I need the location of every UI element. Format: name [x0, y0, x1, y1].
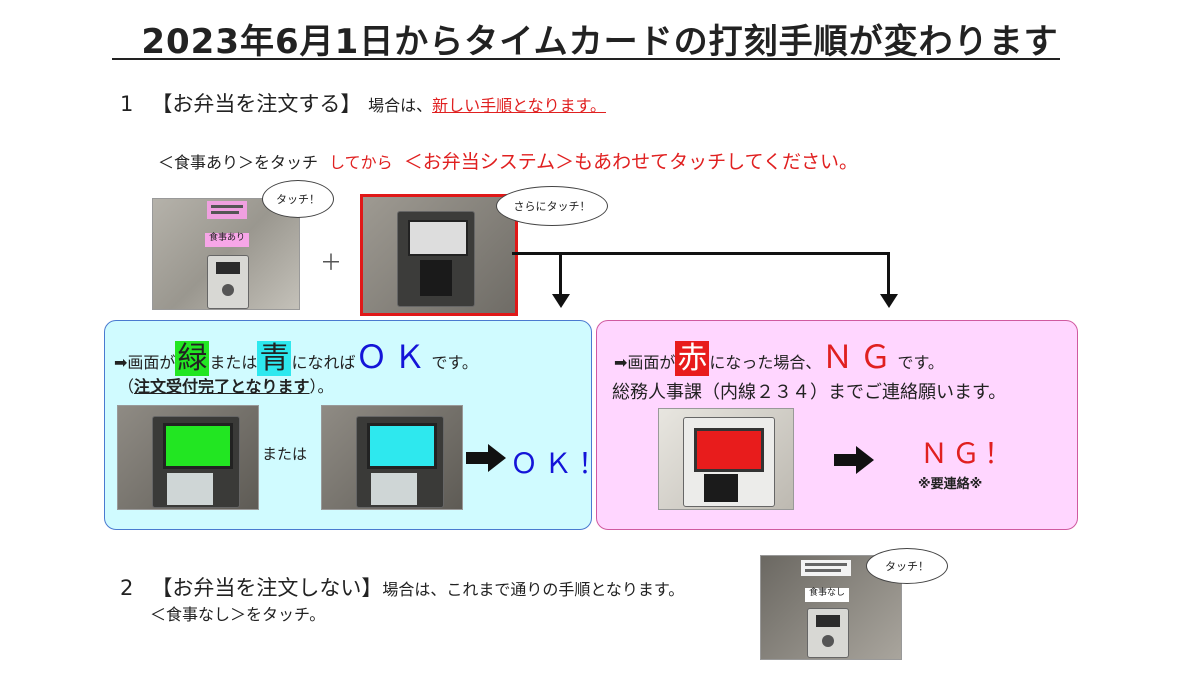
- ok-result: ＯＫ！: [510, 447, 613, 480]
- ok-line2: （注文受付完了となります）。: [118, 373, 334, 397]
- ng-text-desu: です。: [897, 353, 944, 372]
- section1-new-steps: 新しい手順となります。: [432, 96, 606, 115]
- notice-sign: [801, 560, 851, 576]
- ok-paren-close: ）。: [309, 377, 334, 396]
- ng-result: ＮＧ！: [920, 437, 1017, 470]
- section1-instruction: ＜食事あり＞をタッチ してから ＜お弁当システム＞もあわせてタッチしてください。: [158, 147, 858, 174]
- section1-number: 1: [120, 92, 134, 116]
- photo-bento-system: [360, 194, 518, 316]
- instruction-bento-system: ＜お弁当システム＞もあわせてタッチしてください。: [403, 151, 859, 173]
- contact-required-note: ※要連絡※: [918, 477, 983, 492]
- arrow-right-icon: [466, 444, 506, 472]
- ok-text-desu: です。: [431, 353, 478, 372]
- or-text: または: [262, 445, 308, 463]
- arrow-to-ok-line: [559, 252, 562, 298]
- ok-big: ＯＫ: [355, 338, 432, 376]
- red-char: 赤: [675, 341, 710, 376]
- bubble-touch-1: タッチ！: [262, 180, 334, 218]
- section2-suffix: 場合は、これまで通りの手順となります。: [382, 580, 685, 599]
- meal-nashi-label: 食事なし: [805, 588, 849, 602]
- arrow-right-icon: ➡: [614, 353, 628, 372]
- ok-text-or: または: [209, 353, 258, 372]
- bubble-touch-2: タッチ！: [866, 548, 948, 584]
- section1-heading: 【お弁当を注文する】: [151, 92, 362, 116]
- section2-instruction: ＜食事なし＞をタッチ。: [150, 605, 326, 624]
- ng-line1: ➡画面が赤になった場合、ＮＧです。: [614, 332, 944, 378]
- arrow-right-icon: [834, 446, 874, 474]
- bubble-touch-again: さらにタッチ！: [496, 186, 608, 226]
- bento-terminal: [397, 211, 475, 307]
- ng-big: ＮＧ: [821, 338, 898, 376]
- ok-paren-open: （: [118, 377, 135, 396]
- terminal-cyan: [356, 416, 444, 508]
- order-accepted-text: 注文受付完了となります: [134, 377, 310, 396]
- section2-heading: 【お弁当を注文しない】: [151, 576, 383, 600]
- timecard-device: [207, 255, 249, 309]
- photo-green-screen: [117, 405, 259, 510]
- ng-text-case: になった場合、: [709, 353, 822, 372]
- title-underline: [112, 58, 1060, 60]
- photo-cyan-screen: [321, 405, 463, 510]
- timecard-device: [807, 608, 849, 658]
- section1-heading-line: 1 【お弁当を注文する】 場合は、新しい手順となります。: [120, 88, 606, 118]
- meal-ari-label: 食事あり: [205, 233, 249, 247]
- section2-heading-line: 2 【お弁当を注文しない】場合は、これまで通りの手順となります。: [120, 572, 684, 602]
- instruction-touch-meal: ＜食事あり＞をタッチ: [158, 153, 319, 172]
- section2-number: 2: [120, 576, 134, 600]
- photo-meal-ari-device: 食事あり: [152, 198, 300, 310]
- arrow-connector-horizontal: [512, 252, 890, 255]
- arrow-down-icon: [880, 294, 898, 308]
- plus-sign: ＋: [320, 251, 343, 276]
- green-char: 緑: [175, 341, 210, 376]
- ng-text-screen: 画面が: [627, 353, 676, 372]
- instruction-then: してから: [329, 153, 393, 172]
- bento-sign-label: [207, 201, 247, 219]
- section1-suffix: 場合は、: [368, 96, 433, 115]
- arrow-to-ng-line: [887, 252, 890, 298]
- ok-text-screen: 画面が: [127, 353, 176, 372]
- terminal-green: [152, 416, 240, 508]
- ok-text-if: になれば: [291, 353, 356, 372]
- blue-char: 青: [257, 341, 292, 376]
- arrow-down-icon: [552, 294, 570, 308]
- arrow-right-icon: ➡: [114, 353, 128, 372]
- ng-contact-text: 総務人事課（内線２３４）までご連絡願います。: [612, 382, 1007, 403]
- terminal-red: [683, 417, 775, 507]
- photo-red-screen: [658, 408, 794, 510]
- page-title: 2023年6月1日からタイムカードの打刻手順が変わります: [141, 22, 1059, 62]
- ok-line1: ➡画面が緑または青になればＯＫです。: [114, 332, 478, 378]
